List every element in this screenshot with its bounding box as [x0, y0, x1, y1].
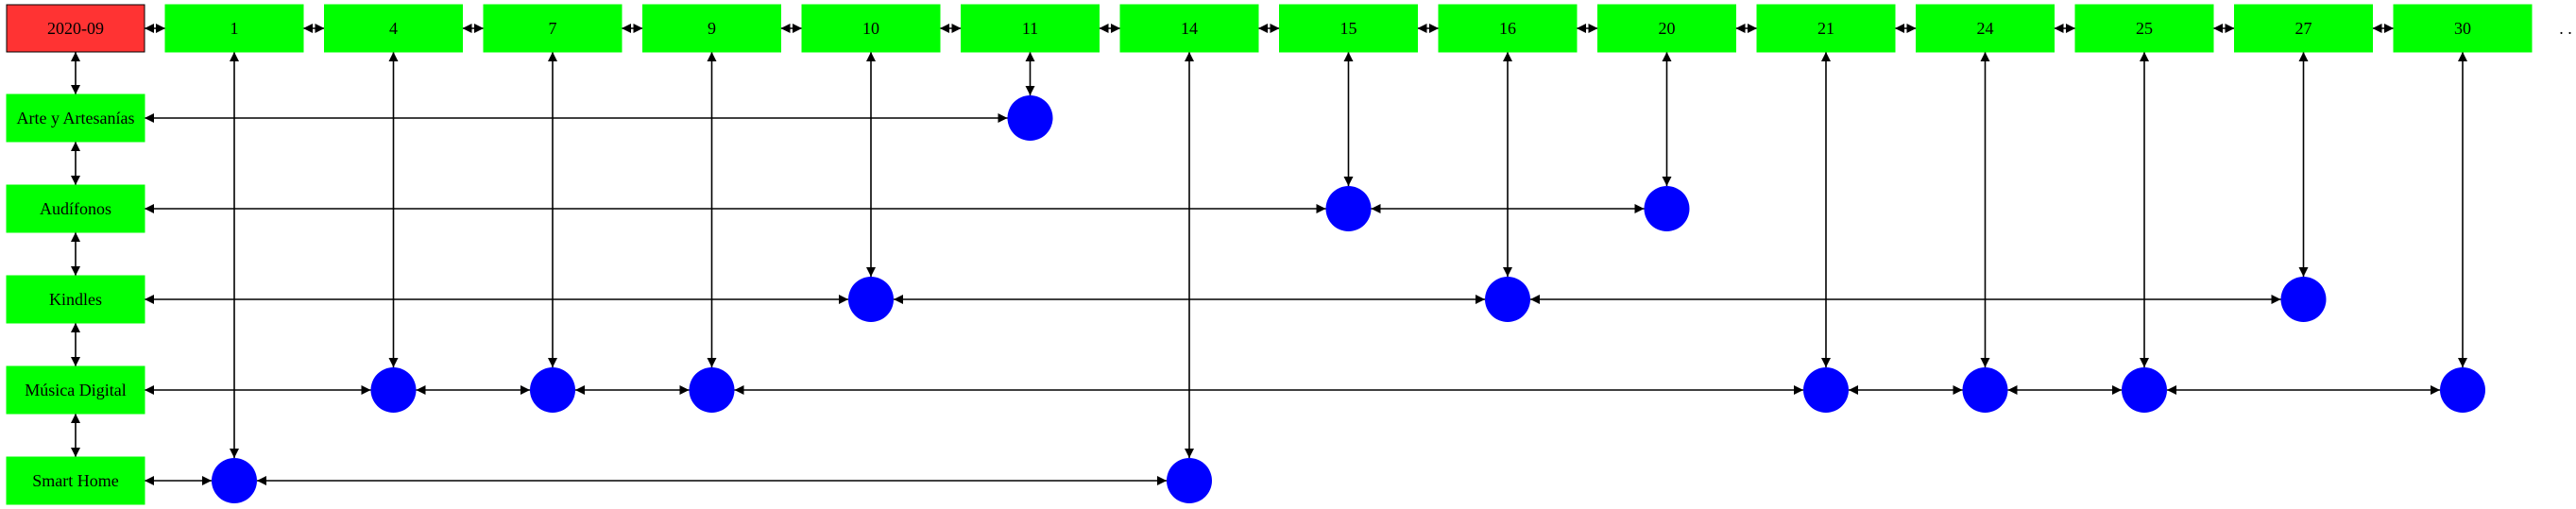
- event-dot: [530, 367, 575, 413]
- event-dot: [1325, 186, 1372, 231]
- day-node-7: 7: [483, 4, 623, 53]
- day-node-25: 25: [2074, 4, 2214, 53]
- event-dot: [370, 367, 417, 413]
- day-node-1-box: [164, 4, 304, 53]
- category-node-3: Música Digital: [6, 365, 145, 415]
- day-node-20-label: 20: [1659, 19, 1676, 38]
- day-node-10-label: 10: [862, 19, 879, 38]
- category-node-0-label: Arte y Artesanías: [17, 109, 135, 127]
- day-node-15: 15: [1279, 4, 1418, 53]
- day-node-30-label: 30: [2454, 19, 2471, 38]
- category-node-0-box: [6, 93, 145, 143]
- day-node-11: 11: [961, 4, 1100, 53]
- event-dot: [212, 458, 257, 503]
- day-node-4-label: 4: [389, 19, 398, 38]
- edges-layer: [71, 24, 2467, 485]
- event-dot: [1962, 367, 2008, 413]
- day-node-4: 4: [324, 4, 463, 53]
- event-dot: [2122, 367, 2167, 413]
- event-dot: [1485, 277, 1530, 322]
- day-node-16-label: 16: [1499, 19, 1516, 38]
- category-node-0: Arte y Artesanías: [6, 93, 145, 143]
- day-node-21-box: [1756, 4, 1896, 53]
- day-node-10-box: [801, 4, 941, 53]
- day-node-9: 9: [642, 4, 781, 53]
- event-dot: [689, 367, 735, 413]
- day-node-4-box: [324, 4, 463, 53]
- category-node-2-box: [6, 275, 145, 324]
- category-node-1-box: [6, 184, 145, 233]
- day-node-15-label: 15: [1340, 19, 1357, 38]
- month-node: 2020-09: [6, 4, 145, 53]
- day-node-27-label: 27: [2295, 19, 2312, 38]
- category-node-4-box: [6, 456, 145, 505]
- category-node-4-label: Smart Home: [32, 471, 119, 490]
- day-node-14: 14: [1119, 4, 1259, 53]
- day-node-27: 27: [2234, 4, 2373, 53]
- day-node-11-label: 11: [1022, 19, 1038, 38]
- day-node-1: 1: [164, 4, 304, 53]
- category-node-1-label: Audífonos: [40, 199, 111, 218]
- day-node-20: 20: [1597, 4, 1736, 53]
- day-node-14-label: 14: [1181, 19, 1198, 38]
- day-node-16-box: [1438, 4, 1578, 53]
- day-node-1-label: 1: [230, 19, 239, 38]
- event-dot: [2440, 367, 2485, 413]
- category-node-2-label: Kindles: [49, 290, 102, 309]
- day-node-10: 10: [801, 4, 941, 53]
- day-node-25-box: [2074, 4, 2214, 53]
- month-node-label: 2020-09: [47, 19, 104, 38]
- day-node-15-box: [1279, 4, 1418, 53]
- event-dot: [1167, 458, 1212, 503]
- day-node-7-box: [483, 4, 623, 53]
- day-node-21: 21: [1756, 4, 1896, 53]
- day-node-16: 16: [1438, 4, 1578, 53]
- event-dot: [2280, 277, 2327, 322]
- month-node-box: [6, 4, 145, 53]
- overflow-marker: . .: [2559, 19, 2572, 38]
- day-node-11-box: [961, 4, 1100, 53]
- day-node-21-label: 21: [1817, 19, 1834, 38]
- category-node-1: Audífonos: [6, 184, 145, 233]
- day-node-25-label: 25: [2136, 19, 2153, 38]
- day-node-30: 30: [2393, 4, 2533, 53]
- day-node-14-box: [1119, 4, 1259, 53]
- category-node-3-box: [6, 365, 145, 415]
- day-node-9-box: [642, 4, 781, 53]
- category-node-4: Smart Home: [6, 456, 145, 505]
- event-dot: [848, 277, 894, 322]
- category-node-2: Kindles: [6, 275, 145, 324]
- day-node-27-box: [2234, 4, 2373, 53]
- day-node-7-label: 7: [549, 19, 557, 38]
- event-dot: [1007, 95, 1053, 141]
- category-node-3-label: Música Digital: [25, 381, 126, 399]
- day-node-24-label: 24: [1977, 19, 1994, 38]
- day-node-9-label: 9: [708, 19, 716, 38]
- event-dot: [1644, 186, 1690, 231]
- day-node-24-box: [1916, 4, 2055, 53]
- day-node-20-box: [1597, 4, 1736, 53]
- event-dot: [1803, 367, 1849, 413]
- day-node-30-box: [2393, 4, 2533, 53]
- day-node-24: 24: [1916, 4, 2055, 53]
